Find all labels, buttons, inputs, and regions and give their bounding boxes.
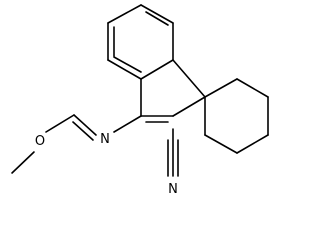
double-bond-inner xyxy=(72,121,94,141)
bond xyxy=(140,4,174,24)
aromatic-ring xyxy=(107,4,174,80)
bond xyxy=(113,56,142,73)
imine-nitrogen-label: N xyxy=(100,132,110,147)
bond xyxy=(107,4,142,24)
bond xyxy=(172,59,206,98)
nitrile-nitrogen-label: N xyxy=(168,182,178,197)
chemical-structure: N N O xyxy=(11,4,269,197)
oxygen-label: O xyxy=(35,134,45,149)
cyclohexane-ring xyxy=(204,78,269,154)
bond xyxy=(236,78,269,98)
nitrile-group: N xyxy=(167,128,179,197)
bond xyxy=(107,59,142,80)
bond xyxy=(204,78,238,98)
bond xyxy=(113,115,142,133)
bond xyxy=(236,134,269,154)
bond xyxy=(140,59,174,80)
bond xyxy=(45,114,75,133)
bond xyxy=(11,151,35,174)
dihydro-ring xyxy=(140,59,206,123)
bond xyxy=(204,134,238,154)
bond xyxy=(145,11,169,26)
bond xyxy=(73,114,97,136)
bond xyxy=(172,96,206,117)
imidate-chain: N O xyxy=(11,114,142,174)
